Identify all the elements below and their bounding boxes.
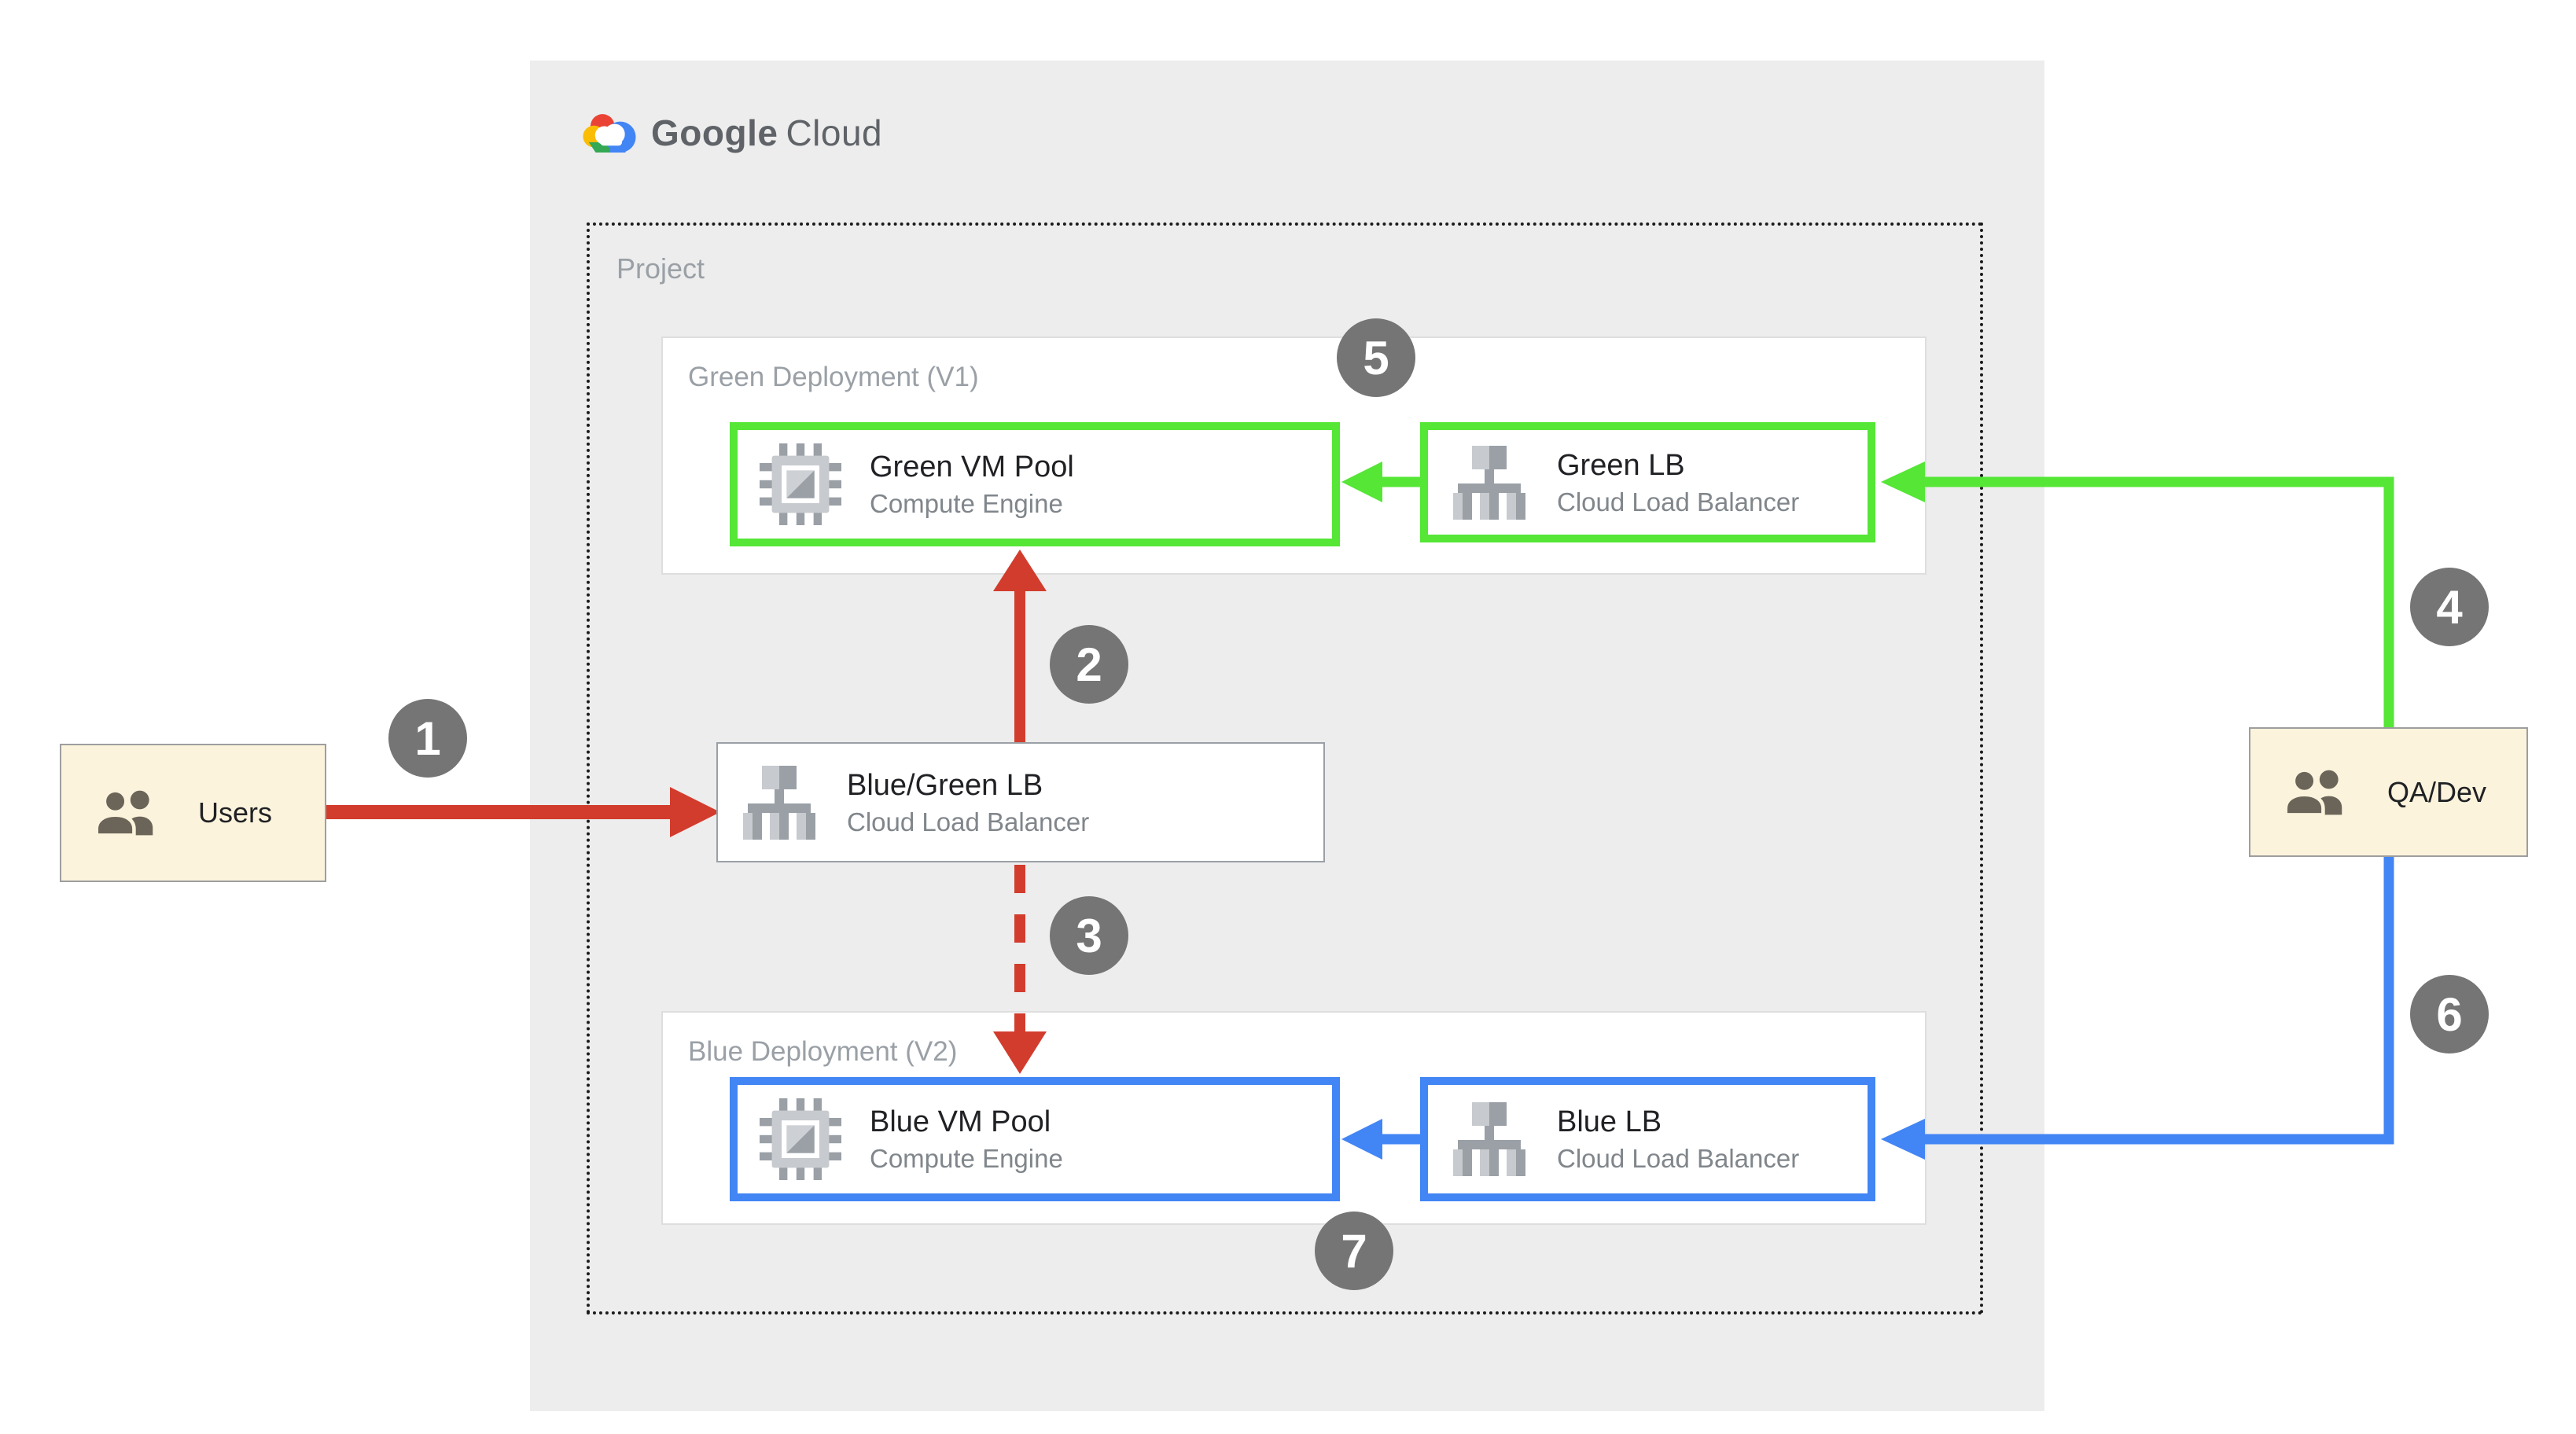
line-qa-to-blue-lb [1922,857,2394,1145]
blue-green-lb-subtitle: Cloud Load Balancer [847,807,1090,836]
project-boundary: Project [587,222,1983,1314]
node-blue-vm-pool: Blue VM Pool Compute Engine [730,1077,1340,1201]
step-badge-5: 5 [1337,318,1415,397]
node-green-vm-pool: Green VM Pool Compute Engine [730,422,1340,546]
blue-vm-pool-subtitle: Compute Engine [870,1144,1063,1173]
actor-qa-dev: QA/Dev [2249,727,2528,857]
step-badge-1: 1 [388,699,467,778]
arrowhead-users-to-lb [670,787,720,837]
step-badge-6: 6 [2410,975,2489,1053]
people-icon [94,789,153,837]
node-blue-lb: Blue LB Cloud Load Balancer [1420,1077,1875,1201]
project-label: Project [616,252,705,285]
blue-green-lb-title: Blue/Green LB [847,768,1043,802]
arrowhead-blue-lb-to-vm [1341,1119,1382,1160]
arrowhead-qa-to-blue-lb [1881,1119,1925,1160]
node-text: Blue LB Cloud Load Balancer [1557,1102,1799,1176]
logo-text-cloud: Cloud [786,112,883,153]
green-deployment-label: Green Deployment (V1) [688,362,979,392]
compute-engine-icon [760,443,841,525]
green-lb-subtitle: Cloud Load Balancer [1557,487,1800,517]
node-text: Blue/Green LB Cloud Load Balancer [847,766,1089,840]
actor-users: Users [60,744,326,882]
node-text: Green VM Pool Compute Engine [870,447,1074,521]
compute-engine-icon [760,1098,841,1180]
users-label: Users [198,796,273,829]
green-vm-pool-subtitle: Compute Engine [870,489,1063,518]
blue-lb-subtitle: Cloud Load Balancer [1557,1144,1800,1173]
blue-deployment-label: Blue Deployment (V2) [688,1036,958,1067]
google-cloud-icon [583,114,636,153]
logo-text-google: Google [651,112,778,153]
step-badge-7: 7 [1315,1212,1393,1290]
qa-dev-label: QA/Dev [2387,775,2487,808]
node-text: Green LB Cloud Load Balancer [1557,446,1799,520]
arrowhead-green-lb-to-vm [1341,461,1382,502]
blue-lb-title: Blue LB [1557,1105,1662,1138]
arrowhead-lb-to-green-vm [993,550,1047,591]
people-icon [2283,767,2342,817]
green-lb-title: Green LB [1557,448,1685,482]
node-blue-green-lb: Blue/Green LB Cloud Load Balancer [716,742,1325,862]
green-vm-pool-title: Green VM Pool [870,450,1074,484]
arrowhead-qa-to-green-lb [1881,461,1925,502]
step-badge-3: 3 [1050,896,1128,975]
line-qa-to-green-lb [1922,476,2394,727]
node-text: Blue VM Pool Compute Engine [870,1102,1063,1176]
node-green-lb: Green LB Cloud Load Balancer [1420,422,1875,542]
step-badge-2: 2 [1050,625,1128,704]
load-balancer-icon [1453,1102,1525,1176]
blue-vm-pool-title: Blue VM Pool [870,1105,1051,1138]
load-balancer-icon [1453,445,1525,520]
arrowhead-lb-to-blue-vm [993,1031,1047,1074]
step-badge-4: 4 [2410,568,2489,646]
load-balancer-icon [743,765,815,840]
